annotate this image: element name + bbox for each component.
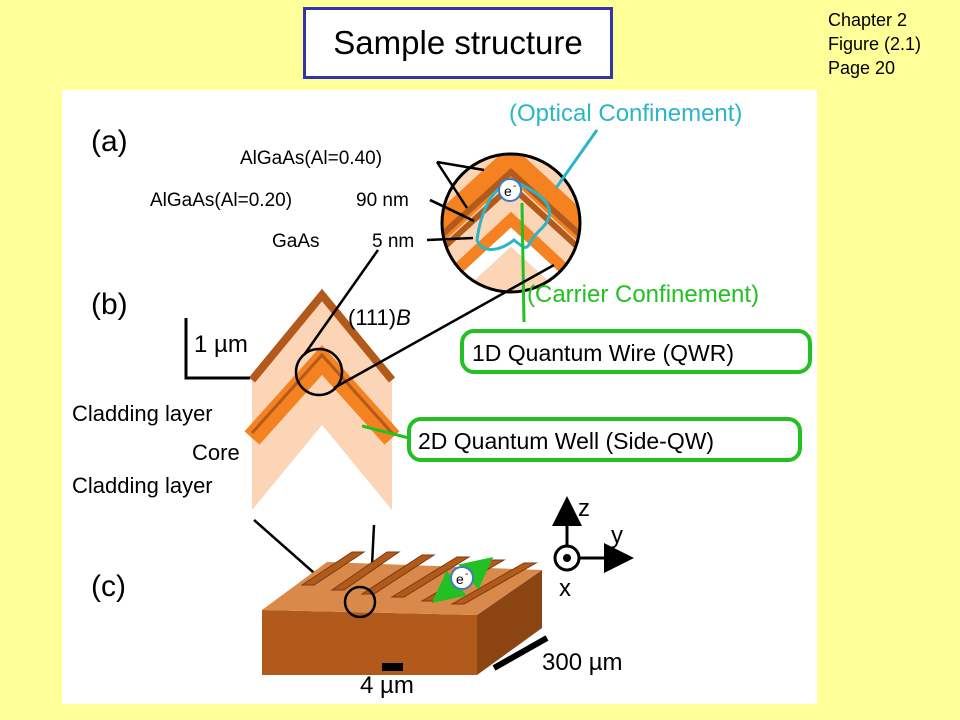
chapter-reference: Chapter 2 Figure (2.1) Page 20 — [828, 8, 921, 80]
qw-connector — [361, 424, 410, 440]
panel-a-label: (a) — [91, 125, 128, 158]
figure-diagram: (a) (b) (c) e - AlGaAs(Al=0.40) AlGaAs(A… — [72, 100, 812, 699]
layer-label-gaas: GaAs — [272, 231, 320, 252]
qw-label: 2D Quantum Well (Side-QW) — [418, 428, 714, 454]
figure-panel: (a) (b) (c) e - AlGaAs(Al=0.40) AlGaAs(A… — [62, 90, 817, 704]
y-axis-label: y — [611, 522, 623, 549]
electron-symbol-a: e — [504, 183, 512, 199]
facet-index: (111) — [348, 305, 396, 330]
cladding-top-label: Cladding layer — [72, 401, 213, 426]
slide-title: Sample structure — [333, 24, 583, 61]
x-axis-label: x — [559, 575, 571, 602]
qwr-label: 1D Quantum Wire (QWR) — [472, 340, 734, 366]
core-label: Core — [192, 440, 240, 465]
waveguide-chevron — [244, 288, 400, 520]
thickness-label-5nm: 5 nm — [372, 231, 414, 252]
optical-confinement-label: (Optical Confinement) — [509, 100, 742, 127]
carrier-confinement-label: (Carrier Confinement) — [527, 281, 759, 308]
electron-symbol-c: e — [456, 571, 464, 587]
electron-icon-c — [450, 566, 474, 590]
electron-icon-a — [498, 178, 522, 202]
zoom-circle-c — [343, 585, 377, 619]
scale-bar-1um — [184, 318, 250, 380]
length-marker — [492, 635, 549, 671]
electron-charge-a: - — [513, 181, 516, 192]
facet-label: (111)B — [348, 305, 411, 330]
panel-b-label: (b) — [91, 288, 128, 321]
zoom-circle-b — [294, 347, 344, 397]
title-box: Sample structure — [303, 7, 613, 79]
qwr-box — [460, 329, 812, 374]
axis-triad: z y x — [552, 495, 634, 602]
width-label: 4 µm — [360, 672, 414, 699]
qw-box — [407, 417, 802, 462]
carrier-connector — [520, 202, 526, 323]
electron-charge-c: - — [465, 569, 468, 580]
facet-suffix: B — [396, 305, 411, 330]
layer-pointer-lines — [426, 160, 485, 242]
grating-sample — [262, 551, 542, 675]
thickness-label-90nm: 90 nm — [356, 190, 409, 211]
layer-label-algaas-020: AlGaAs(Al=0.20) — [150, 190, 292, 211]
width-marker — [382, 663, 403, 671]
magnifier-line-right — [333, 263, 555, 390]
z-axis-label: z — [578, 495, 590, 522]
optical-connector — [554, 129, 599, 189]
layer-label-algaas-040: AlGaAs(Al=0.40) — [240, 148, 382, 169]
page-label: Page 20 — [828, 58, 896, 78]
chapter-label: Chapter 2 — [828, 10, 908, 30]
cladding-bottom-label: Cladding layer — [72, 473, 213, 498]
magnifier-line-left — [302, 249, 380, 356]
scale-label-1um: 1 µm — [194, 331, 248, 358]
panel-c-label: (c) — [91, 570, 126, 603]
length-label: 300 µm — [542, 649, 623, 676]
electron-motion: e - — [431, 557, 494, 603]
figure-label: Figure (2.1) — [828, 34, 922, 54]
